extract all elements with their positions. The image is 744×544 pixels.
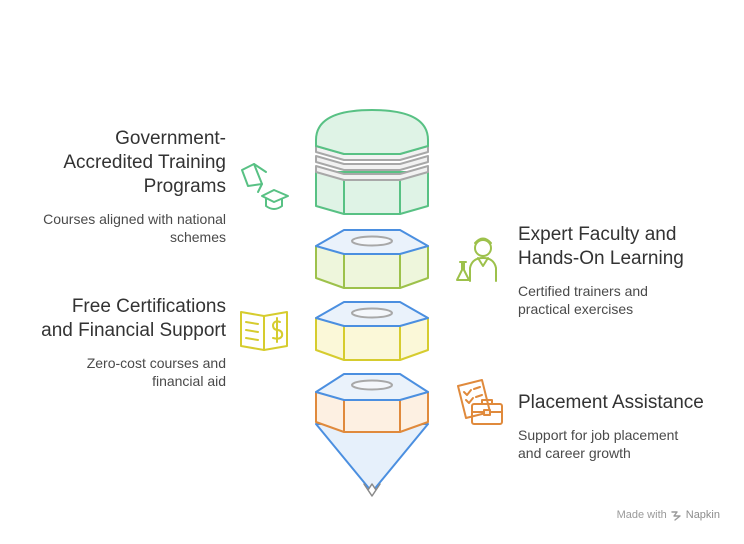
item-1-title-line-2: Accredited Training [63, 152, 226, 173]
made-with-credit[interactable]: Made with Napkin [617, 509, 720, 521]
credit-brand-text: Napkin [685, 509, 720, 521]
stack-layer-3 [315, 301, 429, 361]
item-3-title: Free Certifications and Financial Suppor… [41, 295, 226, 343]
item-4-desc-line-2: and career growth [518, 445, 631, 461]
stack-layer-1 [315, 109, 429, 215]
item-2-desc-line-2: practical exercises [518, 301, 634, 317]
item-4-desc-line-1: Support for job placement [518, 427, 679, 443]
item-1-title: Government- Accredited Training Programs [63, 127, 226, 199]
napkin-logo-icon [671, 510, 681, 521]
item-3-title-line-2: and Financial Support [41, 320, 226, 341]
stack-layer-4 [315, 373, 429, 497]
cone-tip [315, 423, 429, 493]
briefcase-checklist-icon [457, 379, 503, 425]
item-1-desc-line-1: Courses aligned with national [43, 211, 226, 227]
item-3-desc-line-2: financial aid [152, 373, 226, 389]
teacher-flask-icon [456, 237, 497, 282]
item-4-description: Support for job placement and career gro… [518, 426, 678, 462]
item-3-description: Zero-cost courses and financial aid [87, 354, 226, 390]
book-dollar-icon [240, 311, 288, 351]
credit-made-with-text: Made with [616, 509, 667, 521]
gray-sheet-2 [315, 155, 429, 171]
item-1-title-line-1: Government- [115, 128, 226, 149]
item-2-description: Certified trainers and practical exercis… [518, 282, 648, 318]
item-2-title: Expert Faculty and Hands-On Learning [518, 223, 684, 271]
cone-tip-notch [363, 483, 381, 497]
stack-layer-2 [315, 229, 429, 289]
item-1-description: Courses aligned with national schemes [43, 210, 226, 246]
graduation-cap-megaphone-icon [241, 163, 289, 210]
item-2-desc-line-1: Certified trainers and [518, 283, 648, 299]
layer-1-dome [315, 109, 429, 155]
item-2-title-line-1: Expert Faculty and [518, 224, 677, 245]
item-3-desc-line-1: Zero-cost courses and [86, 355, 226, 371]
gray-sheet-3 [315, 165, 429, 181]
item-4-title-line-1: Placement Assistance [518, 392, 704, 413]
item-3-title-line-1: Free Certifications [71, 296, 226, 317]
item-1-title-line-3: Programs [143, 176, 226, 197]
item-1-desc-line-2: schemes [169, 229, 226, 245]
item-2-title-line-2: Hands-On Learning [518, 248, 684, 269]
item-4-title: Placement Assistance [518, 391, 704, 415]
